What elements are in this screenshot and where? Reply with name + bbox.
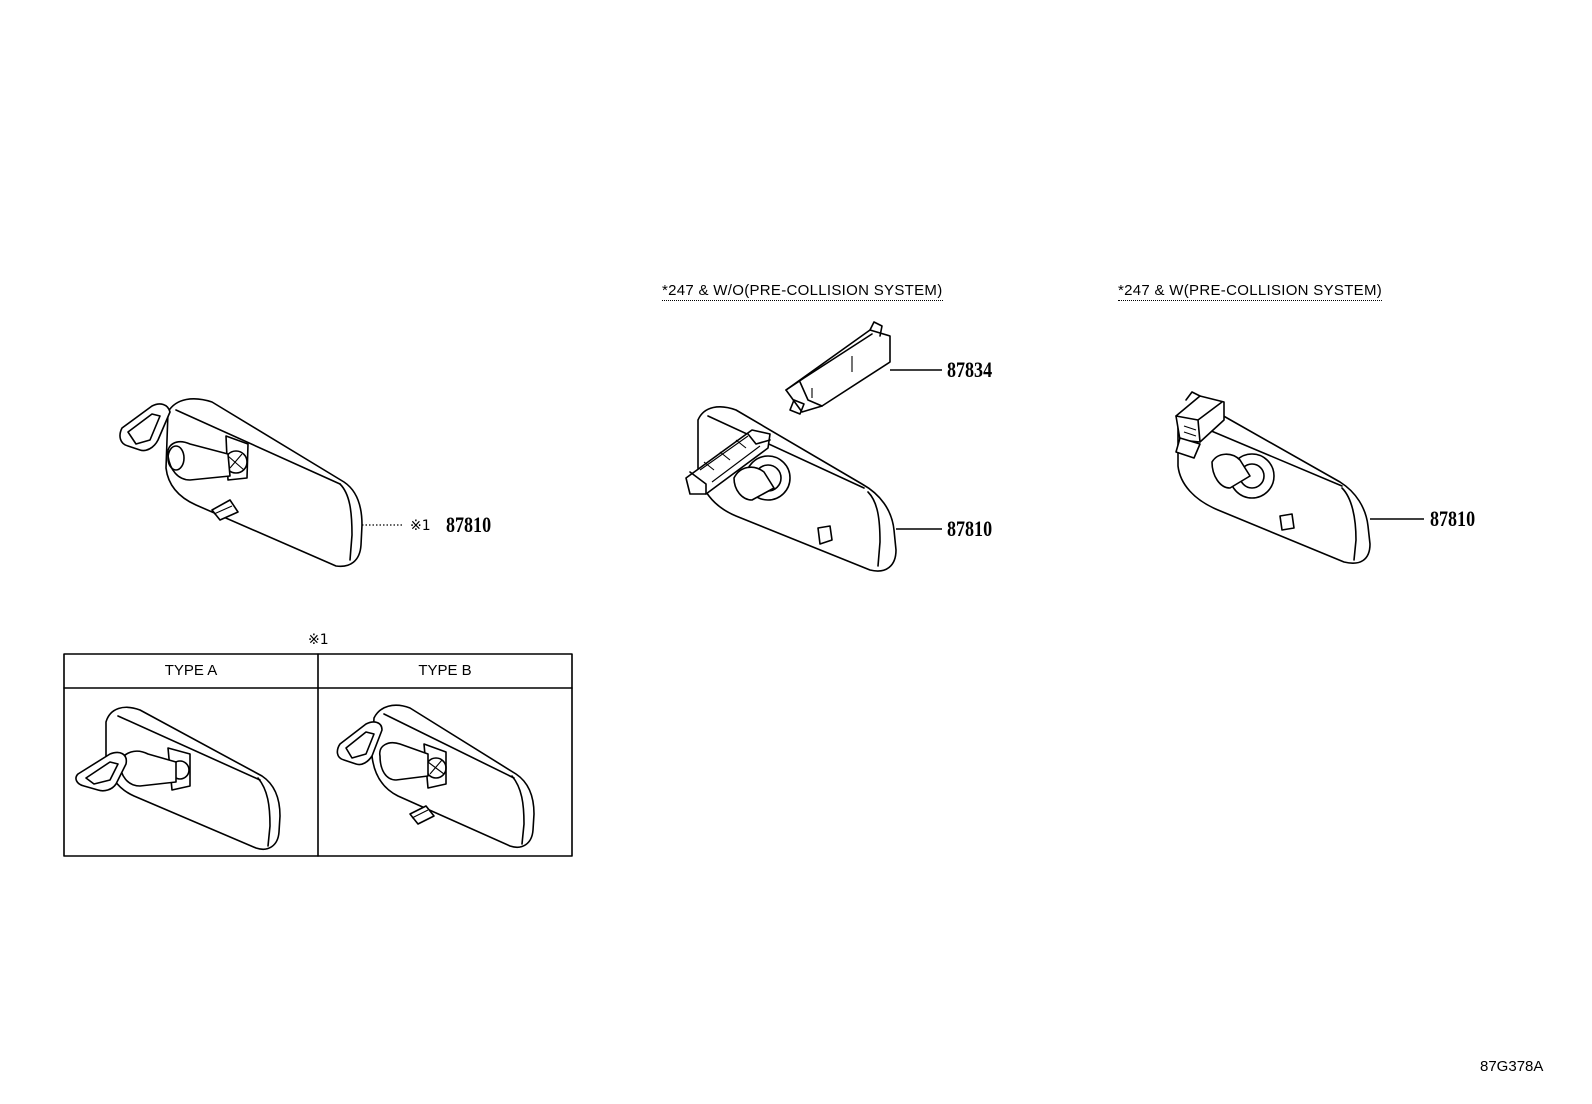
type-b-mirror-illustration bbox=[336, 704, 535, 848]
caption-with-pcs: *247 & W(PRE-COLLISION SYSTEM) bbox=[1118, 282, 1383, 301]
type-a-header: TYPE A bbox=[164, 662, 218, 679]
part-number-87810-main: 87810 bbox=[446, 512, 492, 537]
type-b-header: TYPE B bbox=[418, 662, 472, 679]
type-a-mirror-illustration bbox=[75, 706, 281, 850]
main-note-symbol: ※1 bbox=[410, 518, 431, 534]
table-note-symbol: ※1 bbox=[308, 632, 329, 648]
part-number-87810-w-pcs: 87810 bbox=[1430, 506, 1476, 531]
mirror-main-illustration bbox=[119, 398, 363, 568]
mirror-w-pcs-illustration bbox=[1175, 391, 1371, 564]
type-table bbox=[63, 653, 573, 857]
figure-code: 87G378A bbox=[1480, 1058, 1544, 1075]
part-number-87810-wo-pcs: 87810 bbox=[947, 516, 993, 541]
caption-without-pcs: *247 & W/O(PRE-COLLISION SYSTEM) bbox=[662, 282, 943, 301]
cover-87834-illustration bbox=[785, 321, 891, 415]
mirror-wo-pcs-illustration bbox=[685, 406, 897, 572]
part-number-87834: 87834 bbox=[947, 357, 993, 382]
